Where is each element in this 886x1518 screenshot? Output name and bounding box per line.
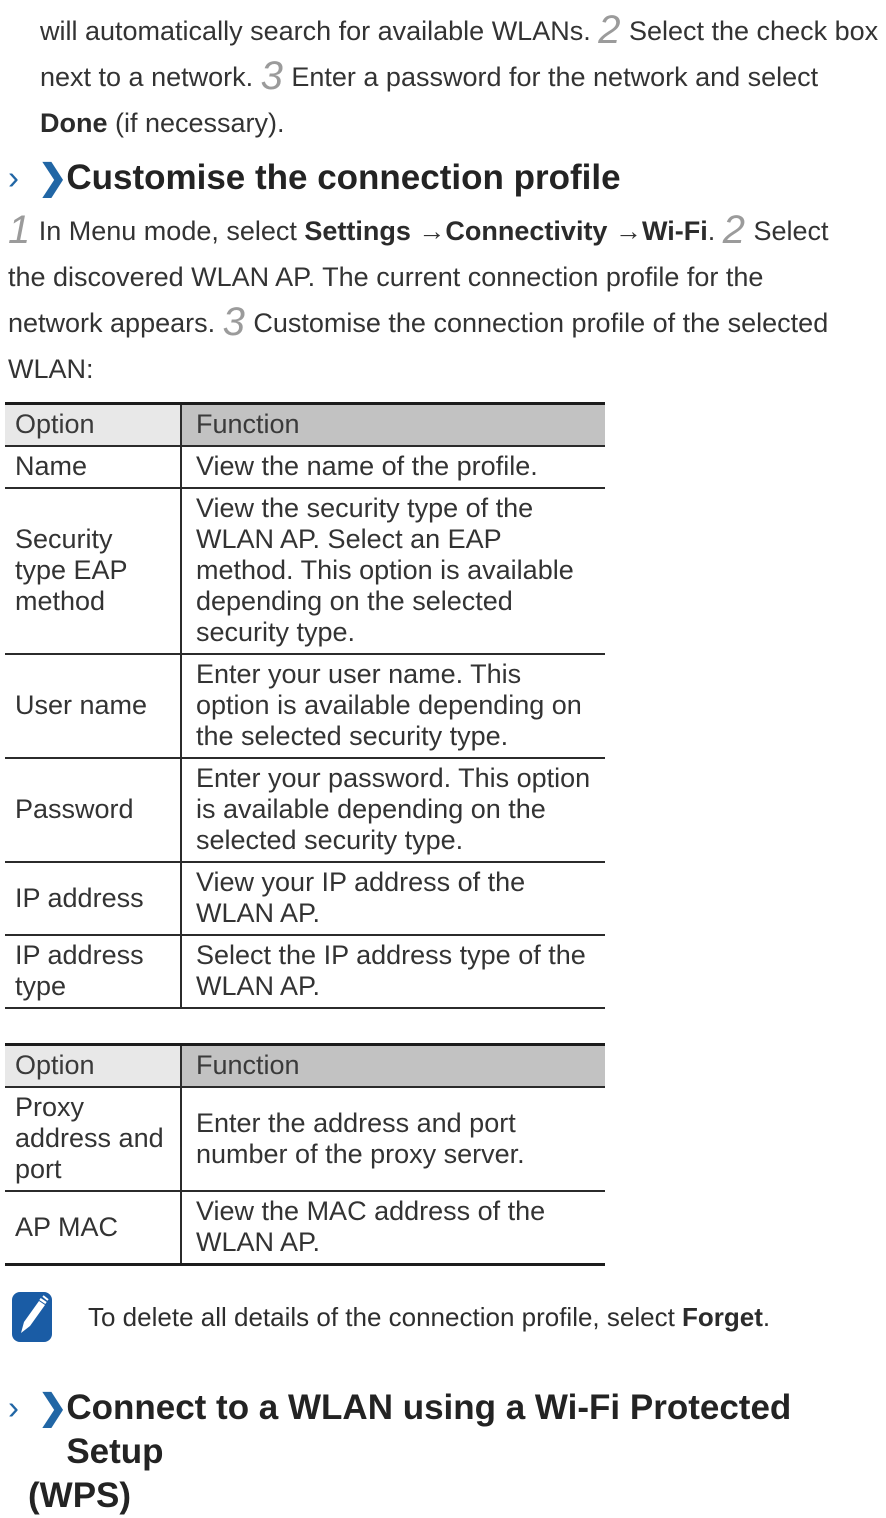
option-cell: IP address type (5, 935, 182, 1009)
header-function: Function (181, 1044, 605, 1088)
table-row: IP address View your IP address of the W… (5, 862, 605, 936)
function-cell: View your IP address of the WLAN AP. (181, 862, 605, 936)
section1-body: 1 In Menu mode, select Settings →Connect… (8, 208, 886, 392)
heading-title: Customise the connection profile (66, 158, 621, 197)
table-header-row: Option Function (5, 1044, 605, 1088)
function-cell: View the security type of the WLAN AP. S… (181, 488, 605, 655)
function-cell: View the name of the profile. (181, 446, 605, 489)
table-row: User name Enter your user name. This opt… (5, 654, 605, 759)
table-row: Security type EAP method View the securi… (5, 488, 605, 655)
heading-title-line1: Connect to a WLAN using a Wi-Fi Protecte… (66, 1388, 792, 1471)
options-table-1: Option Function Name View the name of th… (5, 402, 605, 1009)
function-cell: Enter your user name. This option is ava… (181, 654, 605, 759)
intro-paragraph: will automatically search for available … (40, 8, 886, 146)
option-cell: Password (5, 758, 182, 863)
table-header-row: Option Function (5, 403, 605, 447)
option-cell: AP MAC (5, 1191, 182, 1266)
option-cell: IP address (5, 862, 182, 936)
function-cell: View the MAC address of the WLAN AP. (181, 1191, 605, 1266)
intro-line: next to a network. 3 Enter a password fo… (40, 54, 819, 98)
header-function: Function (181, 403, 605, 447)
body-line: 1 In Menu mode, select Settings →Connect… (8, 208, 829, 252)
option-cell: Security type EAP method (5, 488, 182, 655)
body-line: network appears. 3 Customise the connect… (8, 300, 829, 344)
table-row: Proxy address and port Enter the address… (5, 1087, 605, 1192)
function-cell: Enter the address and port number of the… (181, 1087, 605, 1192)
heading-marker: › (8, 1389, 19, 1426)
note-block: To delete all details of the connection … (12, 1292, 886, 1342)
function-cell: Enter your password. This option is avai… (181, 758, 605, 863)
heading-marker: › (8, 159, 19, 196)
section-heading-customise: › ❯ Customise the connection profile (8, 156, 886, 200)
table-row: Password Enter your password. This optio… (5, 758, 605, 863)
header-option: Option (5, 1044, 182, 1088)
option-cell: Name (5, 446, 182, 489)
note-pencil-icon (12, 1292, 52, 1342)
heading-title-line2: (WPS) (28, 1476, 132, 1515)
body-line: WLAN: (8, 354, 94, 384)
chevron-right-icon: ❯ (38, 158, 67, 197)
options-table-2: Option Function Proxy address and port E… (5, 1043, 605, 1266)
table-row: IP address type Select the IP address ty… (5, 935, 605, 1009)
intro-line: will automatically search for available … (40, 8, 879, 52)
intro-line: Done (if necessary). (40, 108, 285, 138)
table-row: AP MAC View the MAC address of the WLAN … (5, 1191, 605, 1266)
header-option: Option (5, 403, 182, 447)
option-cell: User name (5, 654, 182, 759)
note-text: To delete all details of the connection … (88, 1302, 771, 1332)
body-line: the discovered WLAN AP. The current conn… (8, 262, 764, 292)
function-cell: Select the IP address type of the WLAN A… (181, 935, 605, 1009)
section-heading-wps: › ❯ Connect to a WLAN using a Wi-Fi Prot… (8, 1386, 886, 1518)
chevron-right-icon: ❯ (38, 1388, 67, 1427)
table-row: Name View the name of the profile. (5, 446, 605, 489)
option-cell: Proxy address and port (5, 1087, 182, 1192)
